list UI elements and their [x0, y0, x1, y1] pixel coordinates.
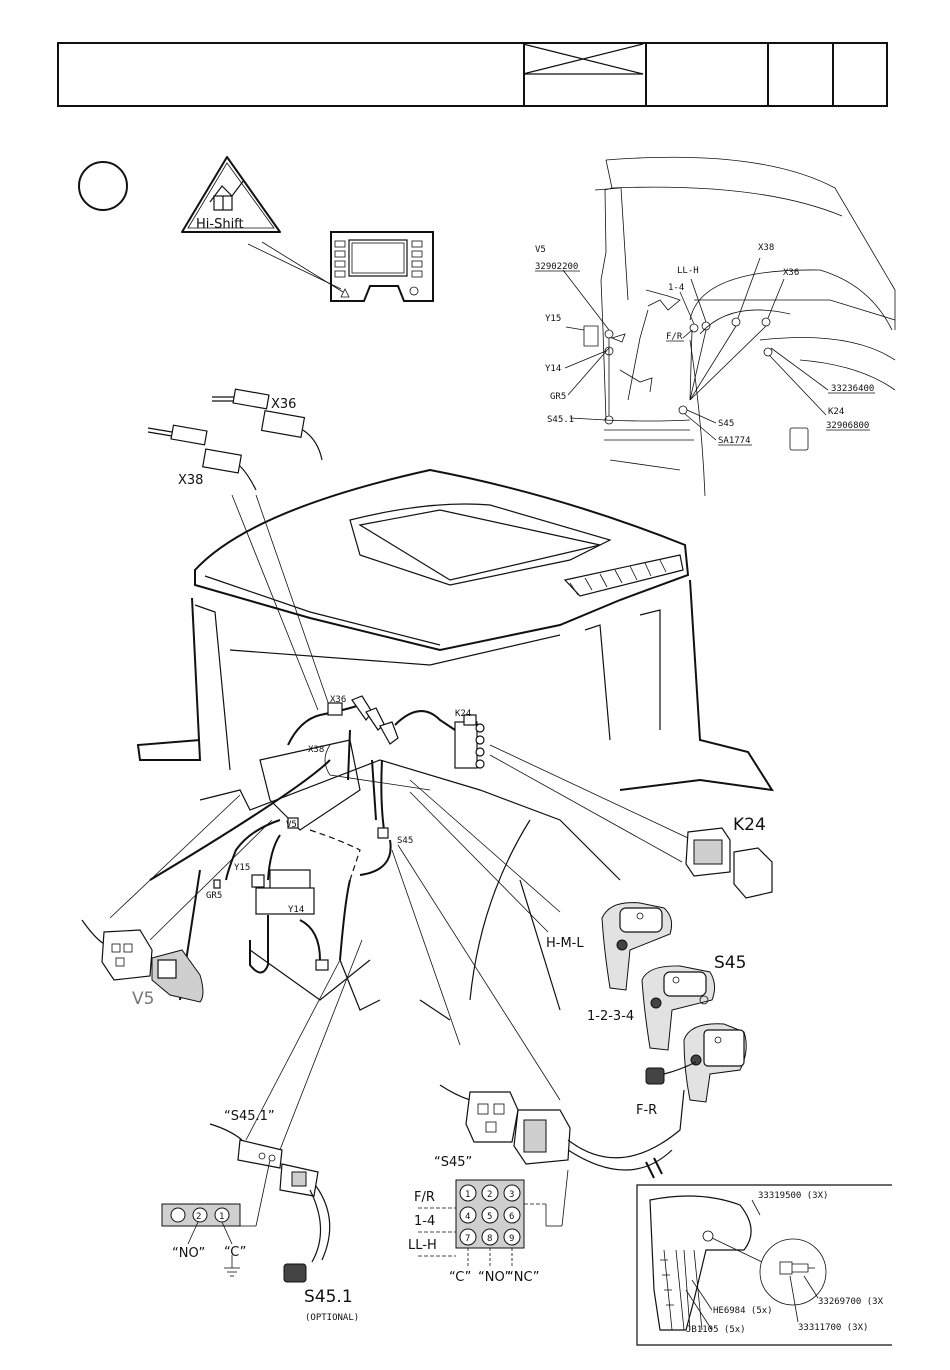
title-cell-5: [832, 44, 834, 105]
title-cross-mark: [522, 43, 644, 75]
hi-shift-warning-icon: Hi-Shift: [181, 156, 281, 233]
label-optional: (OPTIONAL): [305, 1313, 359, 1323]
connector-s45-pair: [439, 1084, 685, 1179]
label-row-1-4: 1-4: [414, 1214, 435, 1229]
label-32906800: 32906800: [826, 421, 869, 431]
label-1-4-small: 1-4: [668, 283, 684, 293]
label-s45-lever: S45: [714, 953, 746, 973]
label-c-s45: “C”: [449, 1270, 471, 1285]
label-x38-connector: X38: [178, 473, 203, 488]
s45-pin-number: 2: [487, 1190, 492, 1200]
label-ll-h-small: LL-H: [677, 266, 699, 276]
label-s45-main: S45: [397, 836, 413, 846]
detail-box: 33319500 (3X) HE6984 (5x) 33269700 (3X J…: [636, 1184, 892, 1346]
label-gr5-small: GR5: [550, 392, 566, 402]
s45-pin-circle: [459, 1184, 477, 1202]
label-s45-1-title: “S45.1”: [224, 1109, 275, 1124]
label-x38-small: X38: [758, 243, 774, 253]
label-row-ll-h: LL-H: [408, 1238, 437, 1253]
s45-pin-block: “S45” 1 2 3 4 5 6 7 8 9 F/R 1-4 LL-H “C” “NO” “N…: [408, 1155, 569, 1285]
s45-pin-number: 7: [465, 1234, 470, 1244]
label-x36-connector: X36: [271, 397, 296, 412]
label-1-2-3-4: 1-2-3-4: [587, 1009, 634, 1024]
s45-pin-circle: [503, 1206, 521, 1224]
label-33319500: 33319500 (3X): [758, 1191, 828, 1201]
s45-pin-number: 3: [509, 1190, 514, 1200]
hi-shift-label: Hi-Shift: [196, 217, 244, 232]
label-s45-1: S45.1: [304, 1287, 353, 1307]
label-33311700: 33311700 (3X): [798, 1323, 868, 1333]
label-h-m-l: H-M-L: [546, 936, 584, 951]
label-y15-small: Y15: [545, 314, 561, 324]
s45-pin-number: 1: [465, 1190, 470, 1200]
label-v5-main: V5: [286, 820, 297, 830]
lever-1-2-3-4: [641, 965, 716, 1051]
tractor-location-sketch: [562, 156, 896, 497]
title-cell-4: [767, 44, 769, 105]
relay-k24-icon: K24: [685, 815, 773, 899]
s45-pin-circle: [481, 1228, 499, 1246]
label-x36-main: X36: [330, 695, 346, 705]
s45-pin-number: 4: [465, 1212, 470, 1222]
label-he6984: HE6984 (5x): [713, 1306, 773, 1316]
label-v5-connector: V5: [132, 989, 154, 1009]
label-jb1105: JB1105 (5x): [686, 1325, 746, 1335]
label-33236400: 33236400: [831, 384, 874, 394]
label-y15-main: Y15: [234, 863, 250, 873]
label-s45-1-small: S45.1: [547, 415, 574, 425]
label-row-fr: F/R: [414, 1190, 435, 1205]
tractor-sketch-labels: V5 32902200 Y15 Y14 GR5 S45.1 LL-H 1-4 F…: [535, 243, 875, 446]
tractor-cab-outline: [136, 468, 774, 1021]
label-k24-relay: K24: [733, 815, 766, 835]
label-y14-small: Y14: [545, 364, 561, 374]
s45-pin-number: 9: [509, 1234, 514, 1244]
label-s45-title: “S45”: [434, 1155, 472, 1170]
lever-h-m-l: [601, 902, 672, 991]
s45-pin-circle: [459, 1228, 477, 1246]
view-marker-circle: [78, 161, 128, 211]
title-cell-3: [645, 44, 647, 105]
s45-1-pin-1: 1: [219, 1212, 224, 1222]
connector-s45-1-group: “S45.1”: [209, 1109, 331, 1283]
label-x38-main: X38: [308, 745, 324, 755]
s45-pin-circle: [481, 1206, 499, 1224]
s45-1-pin-2: 2: [196, 1212, 201, 1222]
s45-pin-number: 5: [487, 1212, 492, 1222]
label-32902200: 32902200: [535, 262, 578, 272]
label-33269700: 33269700 (3X: [818, 1297, 884, 1307]
s45-1-pin-block: 2 1 “NO” “C”: [161, 1159, 271, 1277]
label-no-s45-1: “NO”: [172, 1246, 205, 1261]
s45-pin-circle: [481, 1184, 499, 1202]
connector-x36-x38-group: X36 X38: [147, 388, 323, 491]
label-nc-s45: “NC”: [507, 1270, 540, 1285]
wiring-harness: X36 X38 K24 V5 S45 Y15 Y14 GR5: [206, 695, 485, 974]
connector-v5-icon: V5: [81, 919, 204, 1009]
s45-pin-circle: [503, 1228, 521, 1246]
label-f-r: F-R: [636, 1103, 657, 1118]
label-y14-main: Y14: [288, 905, 304, 915]
s45-pin-number: 8: [487, 1234, 492, 1244]
label-c-s45-1: “C”: [224, 1245, 246, 1260]
label-x36-small: X36: [783, 268, 799, 278]
s45-pin-number: 6: [509, 1212, 514, 1222]
label-k24-small: K24: [828, 407, 844, 417]
s45-pin-circle: [459, 1206, 477, 1224]
instrument-display-icon: [330, 231, 434, 302]
lever-f-r: [645, 1023, 747, 1103]
s45-pin-circle: [503, 1184, 521, 1202]
label-s45-small: S45: [718, 419, 734, 429]
label-k24-main: K24: [455, 709, 471, 719]
label-no-s45: “NO”: [478, 1270, 511, 1285]
label-f-r-small: F/R: [666, 332, 683, 342]
label-gr5-main: GR5: [206, 891, 222, 901]
label-v5-small: V5: [535, 245, 546, 255]
label-sa1774: SA1774: [718, 436, 751, 446]
